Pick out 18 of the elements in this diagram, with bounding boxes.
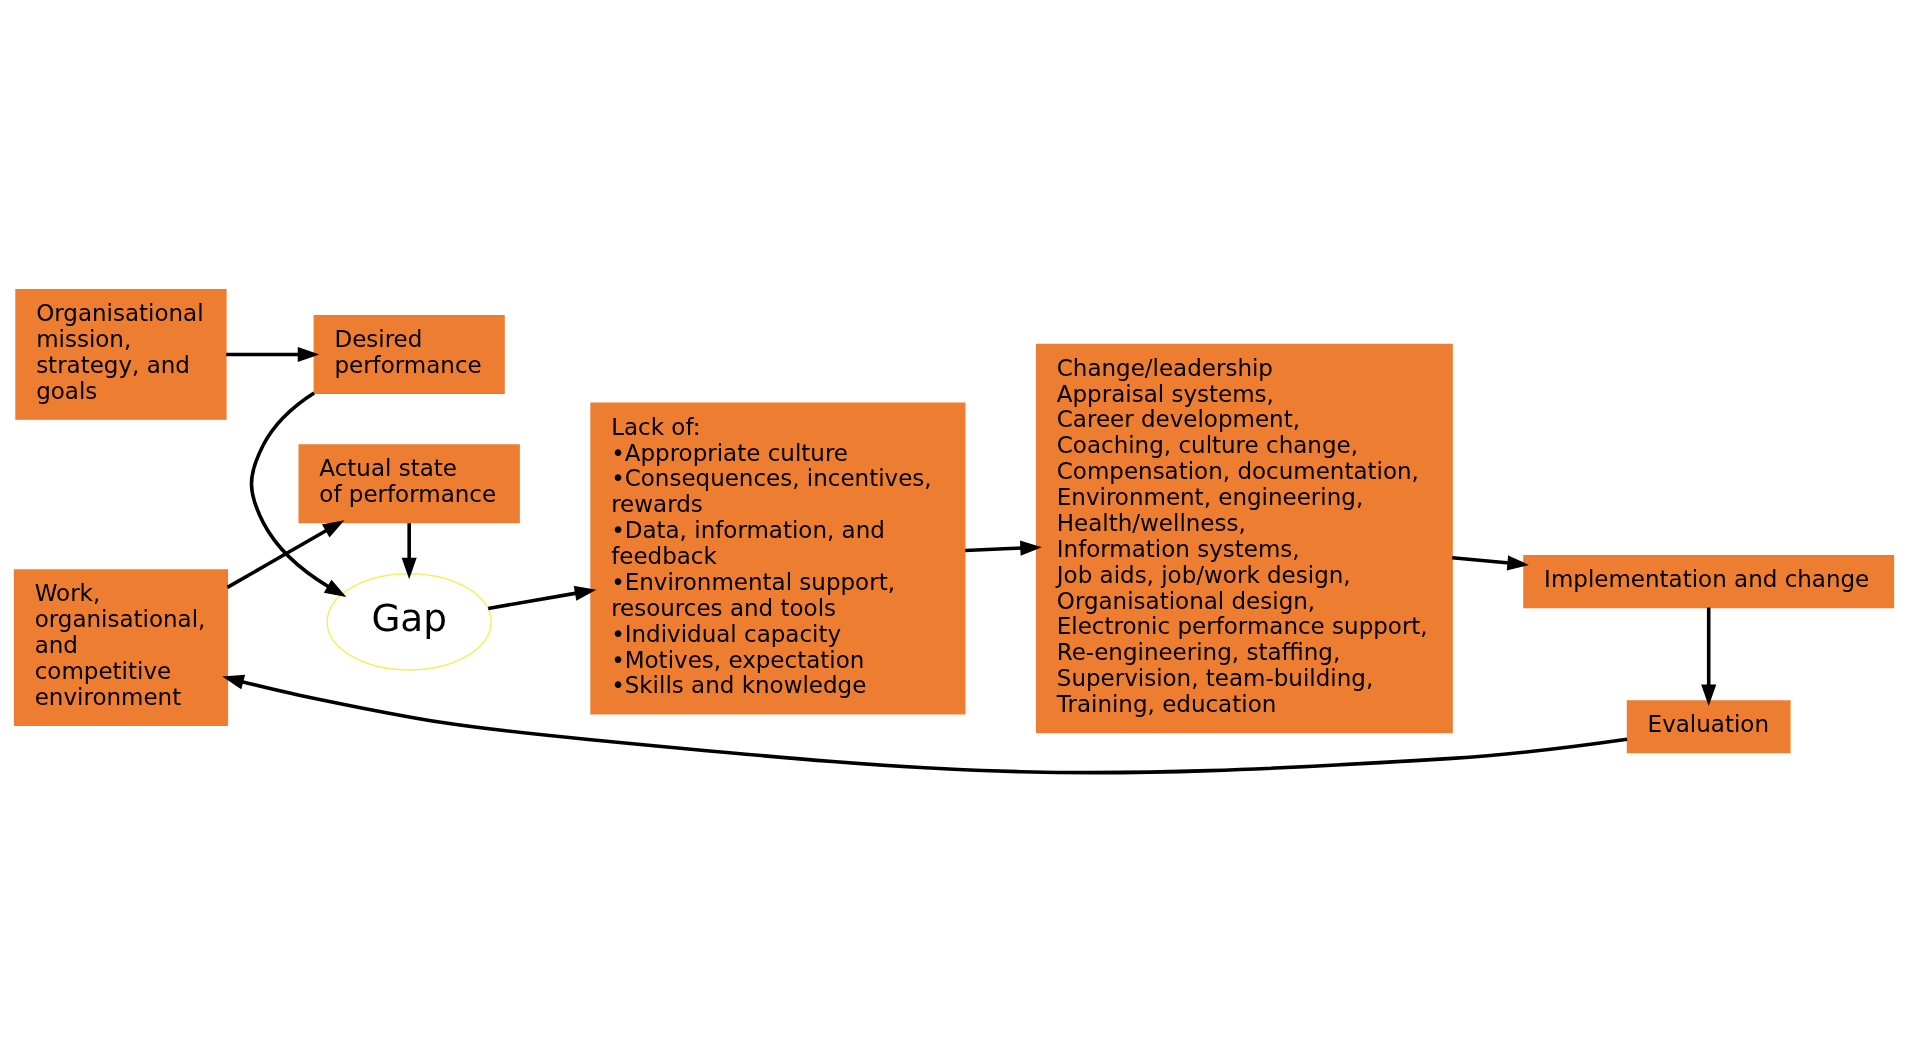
node-ellipse: Gap (326, 572, 492, 671)
arrow (965, 540, 1042, 556)
arrow (222, 674, 1628, 774)
node-box: Change/leadership Appraisal systems, Career development, Coaching, culture change, Compensation, documentation, Environment, engineering, Health/wellness, Information systems, Job aids, job/work design, Organisational design, Electronic performance support, Re-engineering, staffing, Supervision, team-building, Training, education (1035, 343, 1453, 733)
node-box: Desired performance (313, 314, 505, 394)
node-box: Work, organisational, and competitive environment (13, 568, 229, 726)
arrow (226, 346, 320, 362)
node-box: Actual state of performance (298, 443, 520, 523)
arrow (226, 519, 345, 589)
arrow (487, 585, 597, 610)
arrow (1452, 554, 1529, 570)
arrow (401, 522, 417, 579)
arrow (249, 390, 347, 597)
node-box: Lack of: •Appropriate culture •Consequences, incentives, rewards •Data, information, and feedback •Environmental support, resources and tools •Individual capacity •Motives, expectation •Skills and knowledge (590, 402, 966, 715)
arrow (1701, 607, 1717, 706)
node-box: Organisational mission, strategy, and goals (15, 288, 227, 420)
node-box: Evaluation (1626, 699, 1791, 753)
node-box: Implementation and change (1523, 554, 1895, 608)
